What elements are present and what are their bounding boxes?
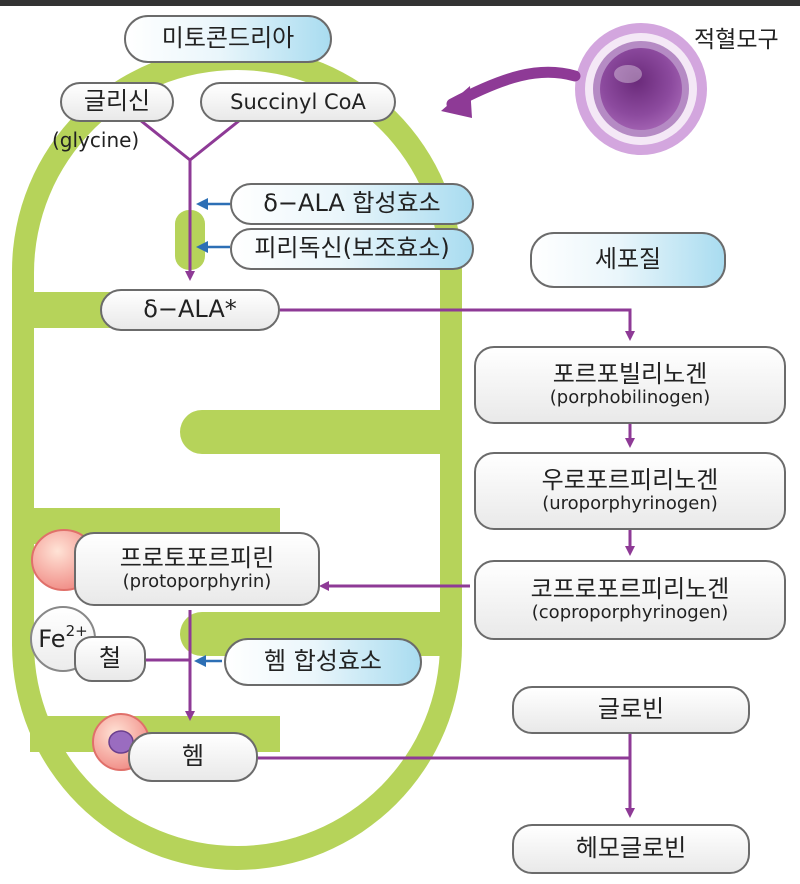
- coproporphyrinogen-en: (coproporphyrinogen): [531, 602, 729, 624]
- porphobilinogen-ko: 포르포빌리노겐: [552, 359, 708, 388]
- iron-box: 철: [74, 636, 146, 682]
- pyridoxine-cofactor-box: 피리독신(보조효소): [230, 228, 474, 270]
- heme-synthase-enzyme-box: 헴 합성효소: [224, 638, 422, 686]
- hemoglobin-box: 헤모글로빈: [512, 824, 750, 874]
- uroporphyrinogen-ko: 우로포르피리노겐: [541, 465, 719, 494]
- top-strip: [0, 0, 800, 6]
- succinyl-coa-box: Succinyl CoA: [200, 82, 396, 122]
- protoporphyrin-ko: 프로토포르피린: [119, 543, 275, 572]
- porphobilinogen-en: (porphobilinogen): [549, 387, 711, 409]
- mitochondria-label: 미토콘드리아: [124, 15, 332, 63]
- heme-box: 헴: [128, 732, 258, 782]
- porphobilinogen-box: 포르포빌리노겐 (porphobilinogen): [474, 346, 786, 424]
- iron-charge: 2+: [65, 622, 88, 640]
- cytoplasm-label: 세포질: [530, 232, 726, 288]
- coproporphyrinogen-box: 코프로포르피리노겐 (coproporphyrinogen): [474, 560, 786, 640]
- ala-synthase-enzyme-box: δ−ALA 합성효소: [230, 183, 474, 225]
- uroporphyrinogen-en: (uroporphyrinogen): [542, 493, 718, 515]
- delta-ala-box: δ−ALA*: [100, 289, 280, 331]
- rbc-precursor-cell-icon: [575, 23, 707, 155]
- protoporphyrin-box: 프로토포르피린 (protoporphyrin): [74, 532, 320, 606]
- iron-symbol: Fe: [38, 625, 66, 653]
- rbc-label: 적혈모구: [694, 27, 779, 53]
- coproporphyrinogen-ko: 코프로포르피리노겐: [530, 574, 730, 603]
- protoporphyrin-en: (protoporphyrin): [122, 571, 272, 593]
- uroporphyrinogen-box: 우로포르피리노겐 (uroporphyrinogen): [474, 452, 786, 530]
- glycine-box: 글리신: [60, 82, 174, 122]
- glycine-en-label: (glycine): [52, 128, 140, 152]
- globin-box: 글로빈: [512, 686, 750, 734]
